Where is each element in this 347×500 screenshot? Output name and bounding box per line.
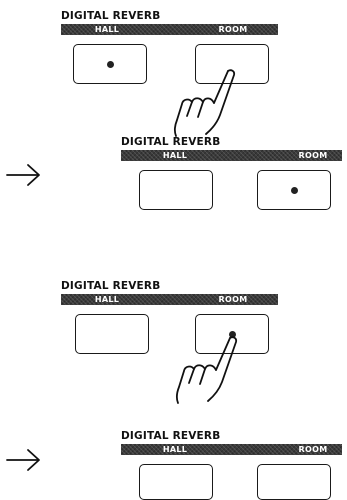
reverb-panel-1: DIGITAL REVERB HALL ROOM	[61, 10, 281, 100]
room-button[interactable]	[195, 44, 269, 84]
reverb-panel-4: DIGITAL REVERB HALL ROOM	[121, 430, 346, 500]
hall-label: HALL	[162, 151, 188, 160]
label-strip	[121, 150, 342, 161]
label-strip	[61, 294, 278, 305]
hall-label: HALL	[162, 445, 188, 454]
hall-indicator-led	[106, 60, 114, 68]
label-strip	[121, 444, 342, 455]
panel-title: DIGITAL REVERB	[121, 430, 221, 442]
room-label: ROOM	[218, 295, 248, 304]
reverb-panel-2: DIGITAL REVERB HALL ROOM	[121, 136, 346, 226]
panel-title: DIGITAL REVERB	[61, 280, 161, 292]
pressing-hand-icon	[174, 69, 236, 137]
hall-button[interactable]	[73, 44, 147, 84]
pressing-hand-icon	[176, 336, 238, 404]
reverb-panel-3: DIGITAL REVERB HALL ROOM	[61, 280, 281, 370]
room-indicator-led	[290, 186, 298, 194]
hall-button[interactable]	[75, 314, 149, 354]
room-indicator-led	[228, 330, 236, 338]
arrow-right-icon	[4, 160, 44, 190]
panel-title: DIGITAL REVERB	[61, 10, 161, 22]
panel-title: DIGITAL REVERB	[121, 136, 221, 148]
hall-button[interactable]	[139, 170, 213, 210]
hall-button[interactable]	[139, 464, 213, 500]
room-label: ROOM	[298, 151, 328, 160]
room-button[interactable]	[257, 170, 331, 210]
room-button[interactable]	[257, 464, 331, 500]
room-label: ROOM	[218, 25, 248, 34]
arrow-right-icon	[4, 445, 44, 475]
label-strip	[61, 24, 278, 35]
room-label: ROOM	[298, 445, 328, 454]
hall-label: HALL	[94, 25, 120, 34]
hall-label: HALL	[94, 295, 120, 304]
